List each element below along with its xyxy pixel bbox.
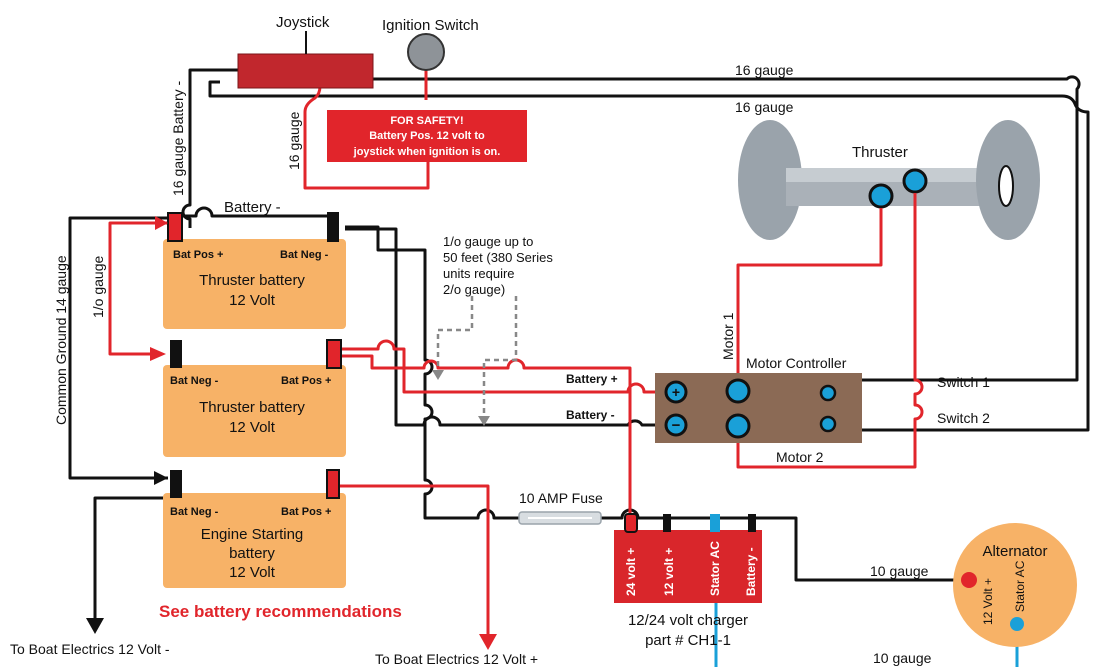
gauge10-b-label: 10 gauge xyxy=(873,650,932,666)
thruster-label: Thruster xyxy=(852,144,908,161)
gauge-note-line2: 50 feet (380 Series xyxy=(443,250,553,265)
black-wiring xyxy=(68,68,1090,620)
charger-terminal-24v: 24 volt + xyxy=(624,548,638,596)
switch2-label: Switch 2 xyxy=(937,410,990,426)
joystick[interactable] xyxy=(237,53,374,89)
battery-pos-wire-label: Battery + xyxy=(566,372,618,386)
safety-line2: joystick when ignition is on. xyxy=(353,146,501,158)
battery-2-line2: 12 Volt xyxy=(229,419,276,436)
see-battery-recommendations: See battery recommendations xyxy=(159,602,402,621)
battery-1-line1: Thruster battery xyxy=(199,272,305,289)
arrow-right-icon xyxy=(155,216,168,230)
battery-3-left: Bat Neg - xyxy=(170,506,219,518)
plus-terminal-icon: + xyxy=(672,384,680,400)
battery-1-line2: 12 Volt xyxy=(229,292,276,309)
arrow-down-icon xyxy=(478,416,490,426)
joystick-label: Joystick xyxy=(276,14,330,31)
battery-3-line3: 12 Volt xyxy=(229,564,276,581)
charger-terminal-stator: Stator AC xyxy=(708,541,722,596)
battery-1: Bat Pos + Bat Neg - Thruster battery 12 … xyxy=(163,212,346,329)
gauge-note-line1: 1/o gauge up to xyxy=(443,234,533,249)
gauge16-top-label: 16 gauge xyxy=(735,62,794,78)
safety-line1: Battery Pos. 12 volt to xyxy=(369,130,485,142)
alternator-12v-label: 12 Volt + xyxy=(981,578,995,625)
alternator-stator-label: Stator AC xyxy=(1013,560,1027,612)
gauge16-second-label: 16 gauge xyxy=(735,99,794,115)
battery-2-left: Bat Neg - xyxy=(170,375,219,387)
ignition-switch[interactable] xyxy=(407,33,445,71)
gauge-note-line3: units require xyxy=(443,266,515,281)
alternator: Alternator 12 Volt + Stator AC xyxy=(953,523,1077,647)
charger-terminal-battery: Battery - xyxy=(744,547,758,596)
gauge-1o-label: 1/o gauge xyxy=(90,256,106,318)
charger-label-1: 12/24 volt charger xyxy=(628,612,748,629)
arrow-right-icon xyxy=(150,347,166,361)
common-ground-label: Common Ground 14 gauge xyxy=(53,255,69,425)
battery-neg-wire-label: Battery - xyxy=(566,408,615,422)
arrow-down-icon xyxy=(479,634,497,650)
fuse xyxy=(518,511,602,525)
battery-3-line1: Engine Starting xyxy=(201,526,304,543)
alternator-label: Alternator xyxy=(982,543,1047,560)
battery-2-line1: Thruster battery xyxy=(199,399,305,416)
charger-terminal-12v: 12 volt + xyxy=(662,548,676,596)
safety-box xyxy=(327,110,527,162)
battery-2-right: Bat Pos + xyxy=(281,375,331,387)
gauge-note-line4: 2/o gauge) xyxy=(443,282,505,297)
arrow-right-icon xyxy=(154,471,168,485)
motor-controller: + − xyxy=(655,373,862,443)
ignition-label: Ignition Switch xyxy=(382,17,479,34)
battery-3-line2: battery xyxy=(229,545,275,562)
red-wiring xyxy=(108,66,924,640)
fuse-label: 10 AMP Fuse xyxy=(519,490,603,506)
battery-1-right: Bat Neg - xyxy=(280,249,329,261)
battery-1-left: Bat Pos + xyxy=(173,249,223,261)
minus-terminal-icon: − xyxy=(672,417,681,434)
gauge16-vertical-label: 16 gauge xyxy=(286,111,302,170)
switch1-label: Switch 1 xyxy=(937,374,990,390)
motor2-label: Motor 2 xyxy=(776,449,824,465)
battery-3-right: Bat Pos + xyxy=(281,506,331,518)
arrow-down-icon xyxy=(432,370,444,380)
battery-3: Bat Neg - Bat Pos + Engine Starting batt… xyxy=(163,469,346,588)
to-boat-pos-label: To Boat Electrics 12 Volt + xyxy=(375,651,538,667)
charger-label-2: part # CH1-1 xyxy=(645,632,731,649)
thruster xyxy=(738,120,1040,240)
motor-controller-label: Motor Controller xyxy=(746,355,847,371)
charger: 24 volt + 12 volt + Stator AC Battery - xyxy=(614,513,762,603)
battery-2: Bat Neg - Bat Pos + Thruster battery 12 … xyxy=(163,339,346,457)
gauge-note-leaders xyxy=(436,296,518,418)
arrow-down-icon xyxy=(86,618,104,634)
to-boat-neg-label: To Boat Electrics 12 Volt - xyxy=(10,641,170,657)
gauge10-a-label: 10 gauge xyxy=(870,563,929,579)
motor1-label: Motor 1 xyxy=(720,312,736,360)
battery-neg-top-label: Battery - xyxy=(224,199,281,216)
gauge16-battery-neg-label: 16 gauge Battery - xyxy=(170,80,186,196)
safety-title: FOR SAFETY! xyxy=(390,115,463,127)
